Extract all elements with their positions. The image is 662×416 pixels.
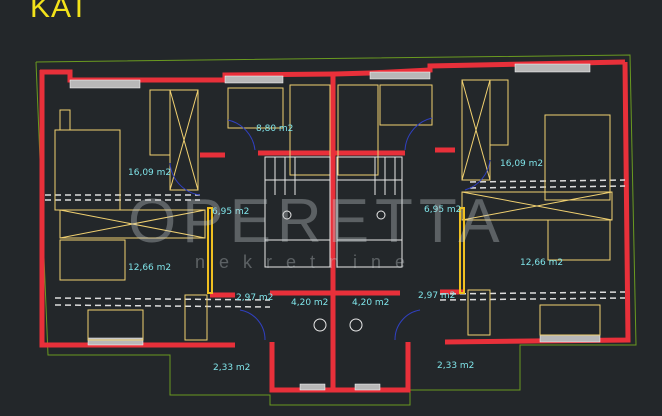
area-label-left-bath: 4,20 m2 [291, 298, 328, 308]
area-label-right-wc: 2,97 m2 [418, 291, 455, 301]
area-label-left-hall: 6,95 m2 [212, 207, 249, 217]
watermark-tagline: nekretnine [195, 252, 420, 272]
area-label-right-bedroom-small: 12,66 m2 [520, 258, 563, 268]
floor-title: KAT [30, 0, 90, 24]
area-label-right-hall: 6,95 m2 [424, 205, 461, 215]
furniture [54, 79, 613, 341]
doors [169, 117, 491, 341]
area-label-top-center: 8,80 m2 [256, 124, 293, 134]
area-label-right-balcony: 2,33 m2 [437, 361, 474, 371]
area-label-right-bath: 4,20 m2 [352, 298, 389, 308]
area-label-left-wc: 2,97 m2 [236, 293, 273, 303]
exterior-walls [39, 59, 631, 393]
interior-walls [200, 74, 465, 390]
dashed-beams [45, 179, 626, 308]
area-label-left-balcony: 2,33 m2 [213, 363, 250, 373]
windows [69, 63, 601, 391]
area-label-left-bedroom-small: 12,66 m2 [128, 263, 171, 273]
site-outline [35, 54, 637, 406]
stairs [264, 156, 403, 332]
watermark-brand: OPERETTA [128, 187, 506, 256]
area-label-right-bedroom-large: 16,09 m2 [500, 159, 543, 169]
area-label-left-bedroom-large: 16,09 m2 [128, 168, 171, 178]
